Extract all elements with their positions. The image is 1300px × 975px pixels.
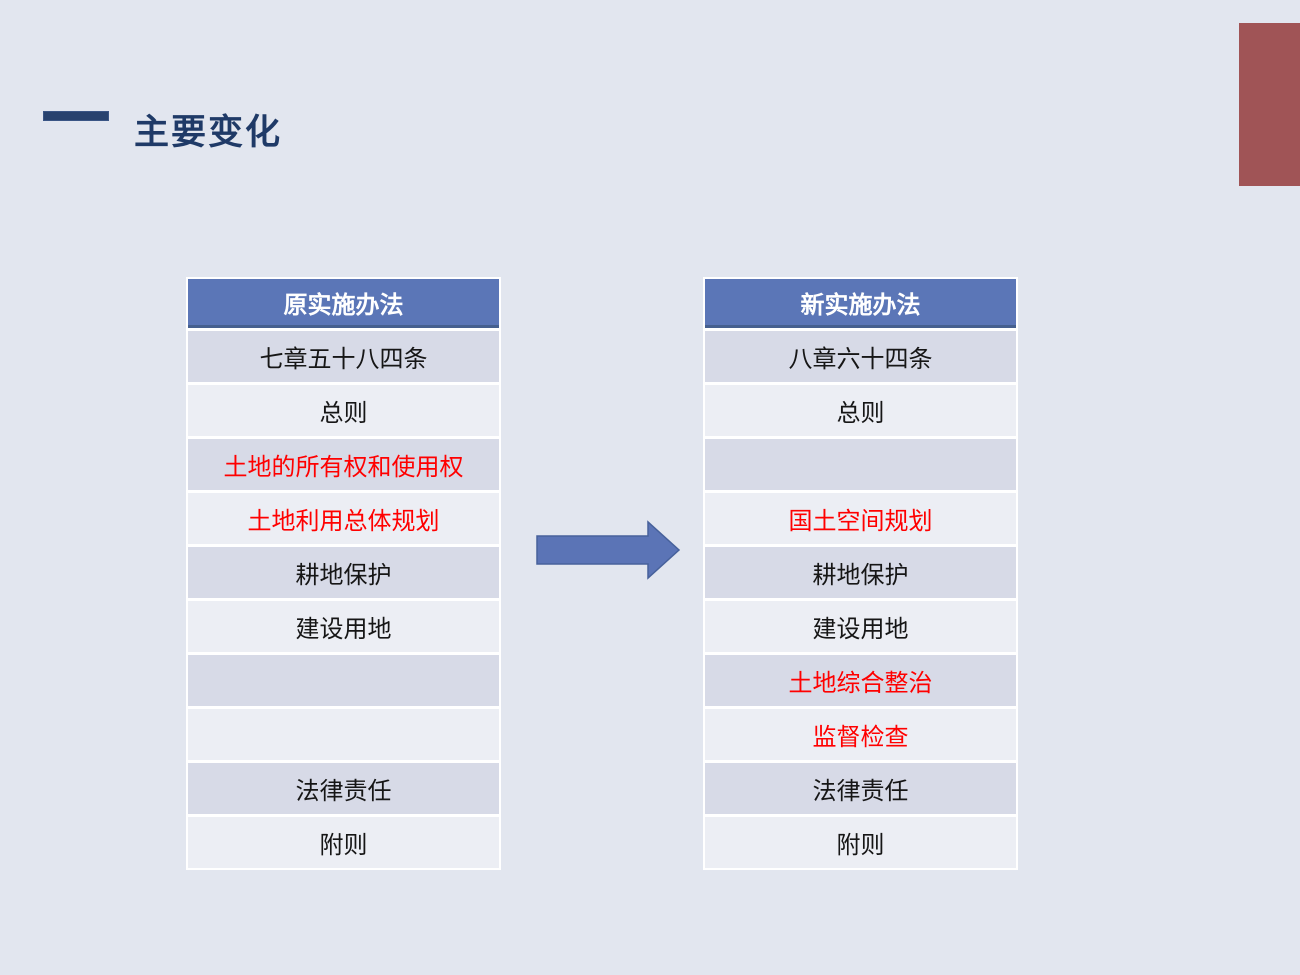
page-title: 主要变化 <box>134 113 283 152</box>
table-row: 建设用地 <box>188 601 499 652</box>
table-row: 土地利用总体规划 <box>188 493 499 544</box>
title-dash-decoration <box>43 111 109 121</box>
table-row: 总则 <box>705 385 1016 436</box>
table-row <box>188 655 499 706</box>
table-row: 土地综合整治 <box>705 655 1016 706</box>
table-row: 总则 <box>188 385 499 436</box>
corner-red-rectangle <box>1239 23 1300 186</box>
table-row: 法律责任 <box>705 763 1016 814</box>
original-measures-table: 原实施办法 七章五十八四条 总则 土地的所有权和使用权 土地利用总体规划 耕地保… <box>186 277 501 870</box>
new-measures-table: 新实施办法 八章六十四条 总则 国土空间规划 耕地保护 建设用地 土地综合整治 … <box>703 277 1018 870</box>
table-row: 附则 <box>705 817 1016 868</box>
table-row: 国土空间规划 <box>705 493 1016 544</box>
table-row: 法律责任 <box>188 763 499 814</box>
table-row: 七章五十八四条 <box>188 331 499 382</box>
table-row: 建设用地 <box>705 601 1016 652</box>
table-row <box>705 439 1016 490</box>
table-row <box>188 709 499 760</box>
right-arrow-icon <box>536 519 681 581</box>
table-row: 耕地保护 <box>188 547 499 598</box>
table-row: 土地的所有权和使用权 <box>188 439 499 490</box>
table-row: 耕地保护 <box>705 547 1016 598</box>
table-row: 八章六十四条 <box>705 331 1016 382</box>
table-row: 附则 <box>188 817 499 868</box>
table-header-new: 新实施办法 <box>705 279 1016 328</box>
table-row: 监督检查 <box>705 709 1016 760</box>
table-header-original: 原实施办法 <box>188 279 499 328</box>
